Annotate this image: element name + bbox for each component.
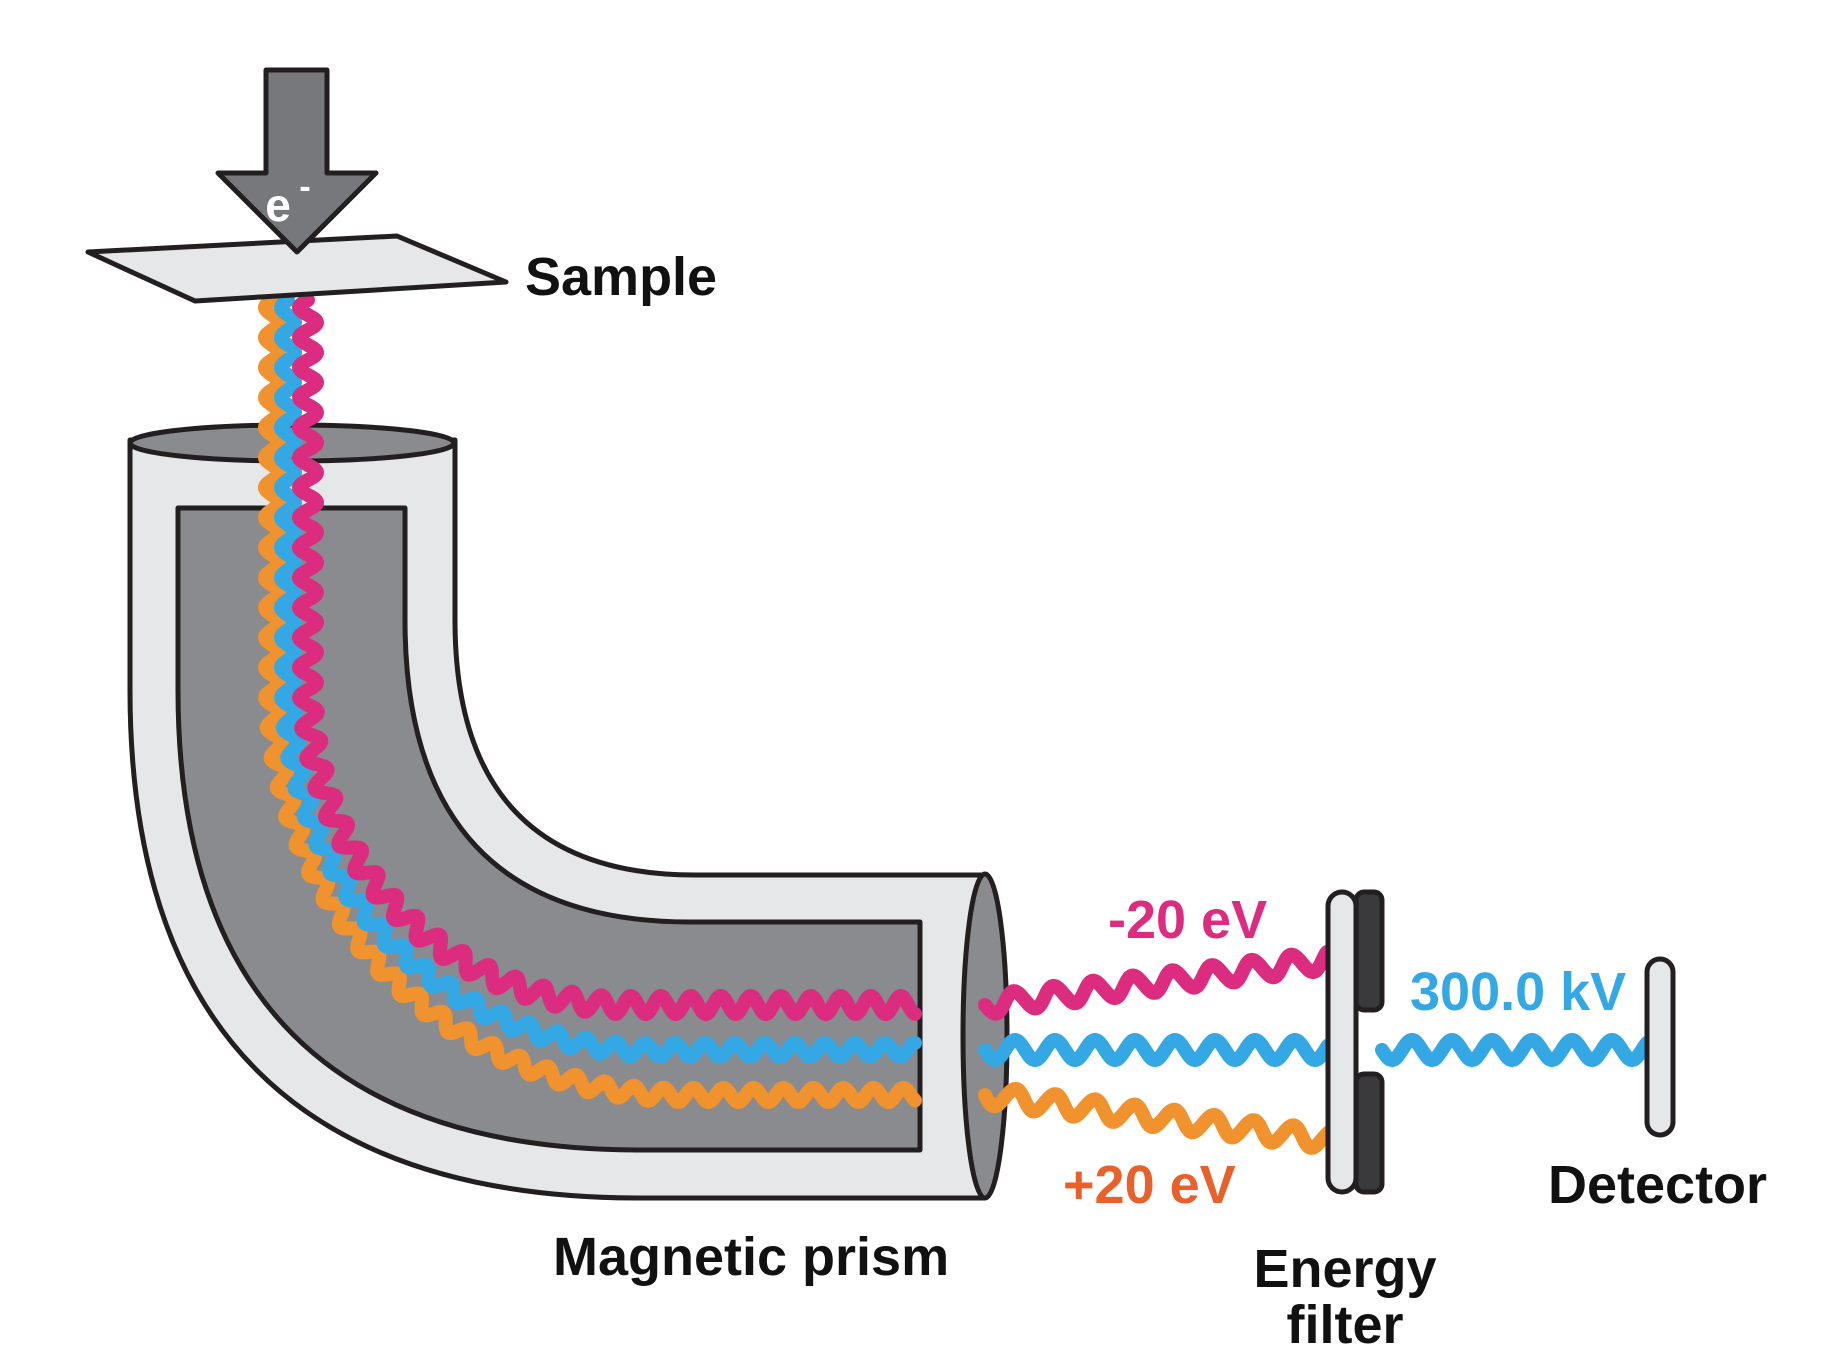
electron-charge-symbol: - — [299, 168, 310, 206]
plus-beam-curved — [258, 293, 922, 1109]
center-beam-curved — [274, 293, 922, 1064]
sample-label: Sample — [525, 247, 717, 307]
energy-filter-front-plate — [1325, 889, 1359, 1195]
beams-incoming — [258, 293, 922, 1109]
center-beam-label: 300.0 kV — [1410, 962, 1626, 1022]
center-beam-exit — [978, 1033, 1335, 1067]
magnetic-prism-label: Magnetic prism — [553, 1227, 949, 1287]
minus-beam-curved — [292, 293, 922, 1021]
center-beam-to-detector — [1375, 1033, 1654, 1067]
detector-label: Detector — [1548, 1155, 1767, 1215]
electron-beam-arrow — [215, 67, 379, 255]
energy-filter-label-line2: filter — [1286, 1295, 1403, 1355]
prism-exit-opening — [960, 871, 1010, 1201]
minus-beam-exit — [978, 945, 1334, 1021]
beams-outgoing — [978, 945, 1654, 1155]
energy-filter-slit-lower — [1353, 1071, 1385, 1195]
plus-beam-exit — [978, 1082, 1336, 1155]
energy-filter-slit-upper — [1353, 889, 1385, 1013]
electron-symbol: e — [265, 179, 291, 231]
detector-plate — [1644, 956, 1676, 1138]
energy-filter — [1325, 889, 1385, 1195]
energy-filter-label-line1: Energy — [1253, 1239, 1436, 1299]
magnetic-prism-inner — [175, 505, 923, 1153]
plus-beam-label: +20 eV — [1063, 1155, 1236, 1215]
minus-beam-label: -20 eV — [1108, 890, 1267, 950]
